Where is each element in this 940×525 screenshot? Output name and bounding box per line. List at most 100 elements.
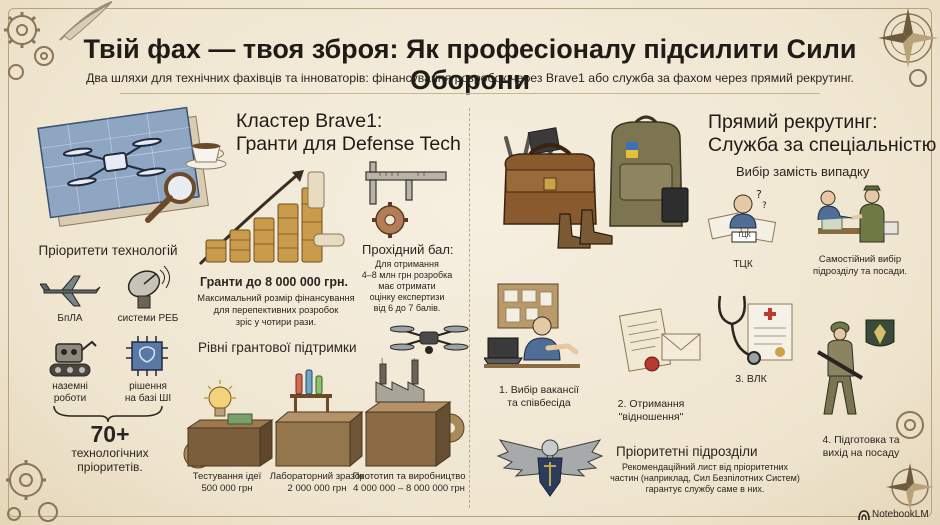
wax-seal-icon <box>644 356 660 372</box>
score-desc-line5: від 6 до 7 балів. <box>373 303 441 313</box>
gear-cluster-top-left <box>4 1 113 80</box>
eagle-emblem-icon <box>496 439 604 497</box>
brain-gear-icon <box>372 202 408 238</box>
brand-name: NotebookLM <box>872 509 929 520</box>
soldier-icon <box>816 321 864 415</box>
score-title: Прохідний бал: <box>362 242 454 257</box>
step2-letter-illustration <box>618 308 701 372</box>
uav-drone-icon <box>40 275 101 307</box>
level-2-name: Лабораторний зразок <box>269 471 365 482</box>
bag-backpack-illustration <box>503 115 689 249</box>
level-3-amount: 4 000 000 – 8 000 000 грн <box>353 483 465 494</box>
leather-bag-icon <box>503 143 597 225</box>
priority-label-robots-line2: роботи <box>53 393 87 404</box>
priority-label-uav: БпЛА <box>57 313 83 324</box>
gear-cluster-bottom-left <box>6 460 58 522</box>
left-heading-line2: Гранти для Defense Tech <box>236 133 461 155</box>
caliper-icon <box>365 161 447 205</box>
priorities-count: 70+ <box>90 421 130 447</box>
envelope-icon <box>661 333 701 361</box>
compass-gear-bottom-right <box>886 411 934 511</box>
priority-units-title: Пріоритетні підрозділи <box>616 444 758 459</box>
compass-rose-top-right <box>878 8 938 87</box>
choice-desc-line1: Самостійний вибір <box>818 254 902 265</box>
right-heading-line2: Служба за спеціальністю <box>708 134 937 156</box>
step4-soldier-illustration <box>816 319 895 415</box>
ground-robot-icon <box>49 340 97 377</box>
boots-icon <box>557 209 613 249</box>
ai-chip-icon <box>126 336 168 376</box>
header-divider <box>120 93 820 94</box>
quadcopter-icon <box>390 325 469 354</box>
drone-icon <box>62 137 167 187</box>
level-2-amount: 2 000 000 грн <box>287 483 347 494</box>
levels-title: Рівні грантової підтримки <box>198 340 357 355</box>
step-1-line1: 1. Вибір вакансії <box>499 384 579 396</box>
grants-desc-line3: зріс у чотири рази. <box>235 317 317 327</box>
tck-confused-illustration: ? ? <box>708 188 777 243</box>
laptop-icon <box>484 337 523 365</box>
lightbulb-icon <box>204 380 236 417</box>
level-1-amount: 500 000 грн <box>201 483 253 494</box>
medical-document-icon <box>747 303 793 361</box>
magnifier-icon <box>145 172 196 223</box>
level-block-2 <box>274 369 364 468</box>
priority-label-ai-line2: на базі ШІ <box>124 393 172 404</box>
factory-icon <box>375 358 425 403</box>
caliper-gear-illustration <box>365 161 447 238</box>
notebooklm-logo-icon <box>858 510 870 521</box>
score-desc-line4: оцінку експертизи <box>369 292 445 302</box>
choice-desc-line2: підрозділу та посади. <box>812 266 908 277</box>
priority-label-ai-line1: рішення <box>129 381 167 392</box>
tck-label: ТЦК <box>733 259 753 270</box>
grants-title: Гранти до 8 000 000 грн. <box>200 275 349 289</box>
center-divider <box>469 108 470 508</box>
level-block-1 <box>186 380 274 467</box>
step-1-line2: та співбесіда <box>507 397 571 409</box>
coins-scroll-illustration <box>198 170 345 266</box>
bracket-decoration <box>53 405 163 423</box>
priorities-title: Пріоритети технологій <box>38 243 178 258</box>
tck-sign: ТЦК <box>737 232 751 239</box>
step1-interview-illustration <box>484 283 580 368</box>
step3-medical-illustration <box>718 295 793 365</box>
grants-desc-line2: для перепективних розробок <box>213 305 339 315</box>
choice-title: Вибір замість випадку <box>736 164 870 179</box>
grant-levels-illustration <box>183 358 465 469</box>
coffee-cup-icon <box>185 143 227 170</box>
priority-label-ew: системи РЕБ <box>117 313 179 324</box>
grants-desc-line1: Максимальний розмір фінансування <box>197 293 355 303</box>
score-desc-line1: Для отримання <box>375 259 439 269</box>
step-4-line1: 4. Підготовка та <box>822 434 900 446</box>
radar-dish-icon <box>127 265 170 309</box>
left-heading-line1: Кластер Brave1: <box>236 110 383 132</box>
scroll-icon <box>307 171 345 247</box>
svg-text:?: ? <box>762 201 767 211</box>
score-desc-line3: має отримати <box>378 281 436 291</box>
priorities-count-label-line2: пріоритетів. <box>77 460 143 474</box>
page-title: Твій фах — твоя зброя: Як професіоналу п… <box>83 34 857 96</box>
right-heading-line1: Прямий рекрутинг: <box>708 111 878 133</box>
unit-badge-icon <box>865 319 895 347</box>
brand-watermark: NotebookLM <box>858 508 936 522</box>
step-4-line2: вихід на посаду <box>822 447 900 459</box>
page-subtitle: Два шляхи для технічних фахівців та інно… <box>86 71 854 85</box>
svg-text:?: ? <box>756 188 762 201</box>
level-1-name: Тестування ідеї <box>192 471 262 482</box>
priority-units-desc-line3: гарантує службу саме в них. <box>645 484 765 494</box>
priority-units-desc-line2: частин (наприклад, Сил Безпілотних Систе… <box>610 473 800 483</box>
score-desc-line2: 4–8 млн грн розробка <box>361 270 453 280</box>
step-2-line1: 2. Отримання <box>617 398 685 410</box>
step-3-line1: 3. ВЛК <box>735 373 767 385</box>
tablet-icon <box>661 187 689 223</box>
stethoscope-icon <box>718 295 753 358</box>
level-3-name: Прототип та виробництво <box>352 471 466 482</box>
priority-label-robots-line1: наземні <box>52 381 88 392</box>
lab-flasks-icon <box>290 369 332 412</box>
priority-units-desc-line1: Рекомендаційний лист від пріоритетних <box>622 462 788 472</box>
handshake-officer-illustration <box>817 185 899 243</box>
priorities-count-label-line1: технологічних <box>71 446 149 460</box>
blueprint-drone-illustration <box>37 106 227 227</box>
step-2-line2: "відношення" <box>618 411 684 423</box>
